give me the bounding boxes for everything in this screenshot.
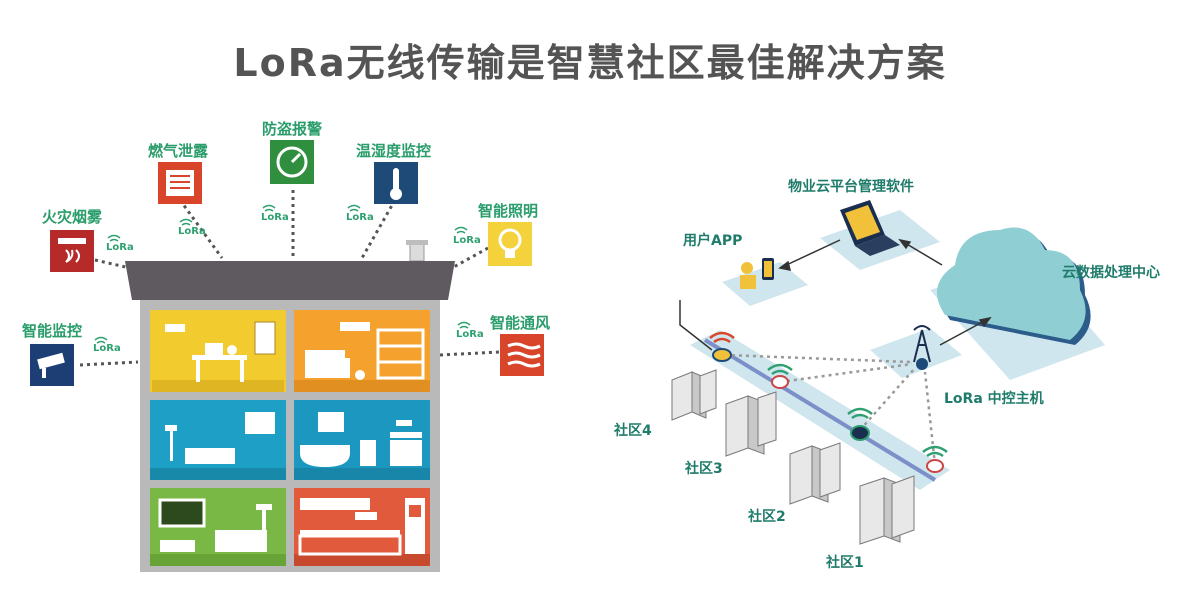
cloud-icon — [937, 227, 1091, 345]
label-community-1: 社区1 — [826, 555, 864, 571]
lora-tag: LoRa — [456, 329, 484, 340]
smart-home-illustration — [30, 140, 544, 572]
laptop-icon — [840, 200, 900, 256]
ventilation-icon — [500, 334, 544, 376]
page-title: LoRa无线传输是智慧社区最佳解决方案 — [233, 41, 947, 85]
label-community-2: 社区2 — [748, 509, 786, 525]
gateway-nodes — [712, 348, 944, 473]
lora-dotted-links — [724, 353, 937, 466]
label-user-app: 用户APP — [683, 233, 743, 249]
lora-tag: LoRa — [261, 212, 289, 223]
gas-leak-icon — [158, 162, 202, 204]
label-smart-light: 智能照明 — [478, 202, 539, 220]
chimney — [409, 242, 425, 262]
lora-tag: LoRa — [453, 235, 481, 246]
label-smart-vent: 智能通风 — [490, 314, 551, 332]
connection-lines — [79, 190, 501, 367]
buildings — [671, 369, 915, 545]
label-community-3: 社区3 — [685, 461, 723, 477]
label-temp-humidity: 温湿度监控 — [356, 142, 432, 160]
house-roof — [125, 261, 455, 300]
label-cloud-center: 云数据处理中心 — [1062, 265, 1160, 281]
app-panel — [722, 262, 808, 306]
label-fire-smoke: 火灾烟雾 — [42, 208, 103, 226]
label-cloud-platform: 物业云平台管理软件 — [788, 179, 914, 195]
lora-tag: LoRa — [346, 212, 374, 223]
light-bulb-icon — [488, 222, 532, 266]
wifi-red-icon — [709, 331, 735, 344]
label-smart-monitor: 智能监控 — [22, 322, 83, 340]
thermometer-icon — [374, 162, 418, 204]
data-flow-arrows — [679, 238, 992, 351]
wifi-signal-icons — [94, 204, 471, 344]
lora-host-tower-icon — [913, 325, 931, 363]
camera-icon — [30, 344, 74, 386]
lora-tag: LoRa — [93, 343, 121, 354]
fire-smoke-icon — [50, 230, 94, 272]
network-diagram — [671, 200, 1105, 545]
app-user-icon — [740, 258, 774, 289]
wifi-signal-icons — [767, 363, 948, 458]
label-anti-theft: 防盗报警 — [262, 120, 323, 138]
lora-tag: LoRa — [106, 242, 134, 253]
label-community-4: 社区4 — [614, 423, 652, 439]
anti-theft-icon — [270, 140, 314, 184]
lora-tag: LoRa — [178, 226, 206, 237]
label-lora-host: LoRa 中控主机 — [944, 391, 1044, 407]
label-gas-leak: 燃气泄露 — [148, 142, 209, 160]
